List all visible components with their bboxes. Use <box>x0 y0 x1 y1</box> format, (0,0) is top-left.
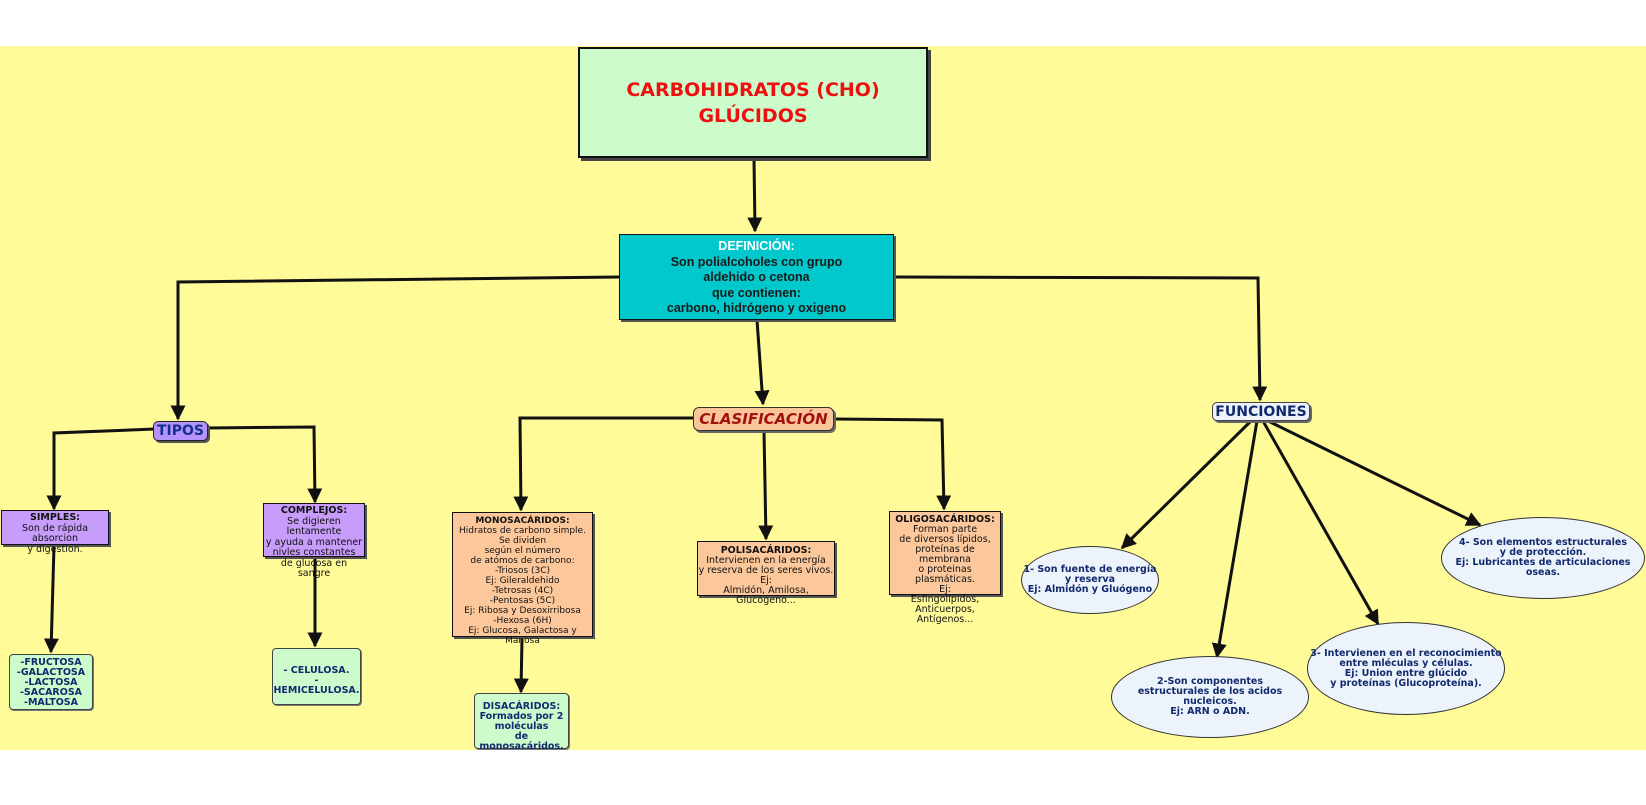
simples-ejemplo: -LACTOSA <box>24 677 78 688</box>
simples-heading: SIMPLES: <box>30 512 80 523</box>
oligo-heading: OLIGOSACÁRIDOS: <box>895 514 995 525</box>
title-line-2: GLÚCIDOS <box>698 105 808 127</box>
oligo-line: Esfingolípidos, <box>910 594 980 605</box>
tipos-label: TIPOS <box>156 423 204 439</box>
title-line-1: CARBOHIDRATOS (CHO) <box>626 79 880 101</box>
oligo-line: Forman parte <box>912 524 978 535</box>
definicion-heading: DEFINICIÓN: <box>718 239 795 253</box>
complejos-heading: COMPLEJOS: <box>280 505 348 516</box>
complejos-line: de glucosa en sangre <box>280 557 348 579</box>
complejos-ejemplo: -HEMICELULOSA. <box>273 675 360 696</box>
poli-line: Ej: <box>760 575 772 586</box>
mono-line: según el número <box>484 546 561 556</box>
simples-box: SIMPLES: Son de rápida absorcion y diges… <box>1 510 109 554</box>
poli-heading: POLISACÁRIDOS: <box>720 545 812 556</box>
funcion-4-ellipse: 4- Son elementos estructurales y de prot… <box>1441 517 1645 599</box>
complejos-line: Se digieren lentamente <box>286 515 342 537</box>
mono-heading: MONOSACÁRIDOS: <box>475 516 570 526</box>
simples-line: y digestion. <box>27 543 83 555</box>
mono-line: -Pentosas (5C) <box>489 596 556 606</box>
poli-line: Almidón, Amilosa, Glucógeno... <box>723 585 809 606</box>
mono-line: de atómos de carbono: <box>470 556 575 566</box>
poli-line: Intervienen en la energía <box>706 555 826 566</box>
mono-line: Ej: Ribosa y Desoxirribosa <box>464 606 581 616</box>
complejos-ejemplos-box: - CELULOSA. -HEMICELULOSA. <box>272 648 361 705</box>
oligosacaridos-box: OLIGOSACÁRIDOS: Forman parte de diversos… <box>889 511 1001 625</box>
simples-ejemplo: -FRUCTOSA <box>20 657 82 668</box>
funcion-2-line: 2-Son componentes <box>1157 676 1263 687</box>
oligo-line: Anticuerpos, Antígenos... <box>915 604 975 625</box>
monosacaridos-box: MONOSACÁRIDOS: Hidratos de carbono simpl… <box>452 512 593 646</box>
disac-line: de monosacáridos. <box>479 731 564 752</box>
funcion-1-line: Ej: Almidón y Gluógeno <box>1027 584 1153 595</box>
definicion-line: que contienen: <box>712 285 801 300</box>
disacaridos-box: DISACÁRIDOS: Formados por 2 moléculas de… <box>474 693 569 752</box>
funcion-1-ellipse: 1- Son fuente de energía y reserva Ej: A… <box>1021 546 1159 614</box>
polisacaridos-box: POLISACÁRIDOS: Intervienen en la energía… <box>697 541 835 606</box>
mono-line: Ej: Gileraldehido <box>485 576 560 586</box>
funciones-label: FUNCIONES <box>1215 404 1307 420</box>
clasificacion-label: CLASIFICACIÓN <box>699 410 828 428</box>
funciones-node: FUNCIONES <box>1212 402 1310 421</box>
definicion-line: Son polialcoholes con grupo <box>670 254 843 269</box>
simples-ejemplos-box: -FRUCTOSA -GALACTOSA -LACTOSA -SACAROSA … <box>9 654 93 710</box>
mono-line: -Hexosa (6H) <box>493 616 552 626</box>
funcion-3-line: 3- Intervienen en el reconocimiento <box>1310 647 1502 659</box>
funcion-3-ellipse: 3- Intervienen en el reconocimiento entr… <box>1307 622 1505 715</box>
funcion-3-line: entre mléculas y células. <box>1339 657 1473 669</box>
clasificacion-node: CLASIFICACIÓN <box>693 407 834 431</box>
complejos-ejemplo: - CELULOSA. <box>283 665 350 676</box>
simples-ejemplo: -GALACTOSA <box>16 667 86 678</box>
simples-line: Son de rápida absorcion <box>21 522 89 544</box>
disac-line: DISACÁRIDOS: <box>482 701 561 712</box>
funcion-2-line: estructurales de los acidos nucleicos. <box>1137 686 1283 707</box>
complejos-line: nivles constantes <box>272 547 356 558</box>
complejos-box: COMPLEJOS: Se digieren lentamente y ayud… <box>263 503 365 579</box>
complejos-line: y ayuda a mantener <box>265 536 363 548</box>
funcion-2-line: Ej: ARN o ADN. <box>1170 706 1250 717</box>
funcion-4-line: y de protección. <box>1499 547 1587 558</box>
mono-line: -Tetrosas (4C) <box>491 586 554 596</box>
funcion-1-line: y reserva <box>1064 574 1115 585</box>
oligo-line: Ej: <box>939 584 951 595</box>
funcion-4-line: Ej: Lubricantes de articulaciones oseas. <box>1455 557 1631 578</box>
definicion-line: carbono, hidrógeno y oxigeno <box>666 301 847 315</box>
mono-line: Hidratos de carbono simple. <box>459 526 586 536</box>
oligo-line: proteínas de membrana <box>915 544 975 565</box>
disac-line: moléculas <box>494 721 549 732</box>
title-box: CARBOHIDRATOS (CHO) GLÚCIDOS <box>578 47 928 158</box>
definicion-box: DEFINICIÓN: Son polialcoholes con grupo … <box>619 234 894 320</box>
funcion-4-line: 4- Son elementos estructurales <box>1458 537 1628 548</box>
oligo-line: de diversos lípidos, <box>899 534 991 545</box>
simples-ejemplo: -MALTOSA <box>24 697 78 708</box>
oligo-line: o proteinas plasmáticas. <box>915 564 975 585</box>
disac-line: Formados por 2 <box>479 711 564 722</box>
definicion-line: aldehido o cetona <box>703 270 810 284</box>
mono-line: Se dividen <box>498 536 547 546</box>
mono-line: Ej: Glucosa, Galactosa y Manosa <box>468 626 577 646</box>
funcion-2-ellipse: 2-Son componentes estructurales de los a… <box>1111 656 1309 738</box>
mono-line: -Triosos (3C) <box>494 566 551 576</box>
funcion-1-line: 1- Son fuente de energía <box>1023 564 1157 575</box>
funcion-3-line: y proteínas (Glucoproteína). <box>1330 677 1482 689</box>
funcion-3-line: Ej: Union entre glúcido <box>1344 667 1468 679</box>
poli-line: y reserva de los seres vivos. <box>698 565 834 576</box>
tipos-node: TIPOS <box>153 421 208 441</box>
simples-ejemplo: -SACAROSA <box>19 687 83 698</box>
